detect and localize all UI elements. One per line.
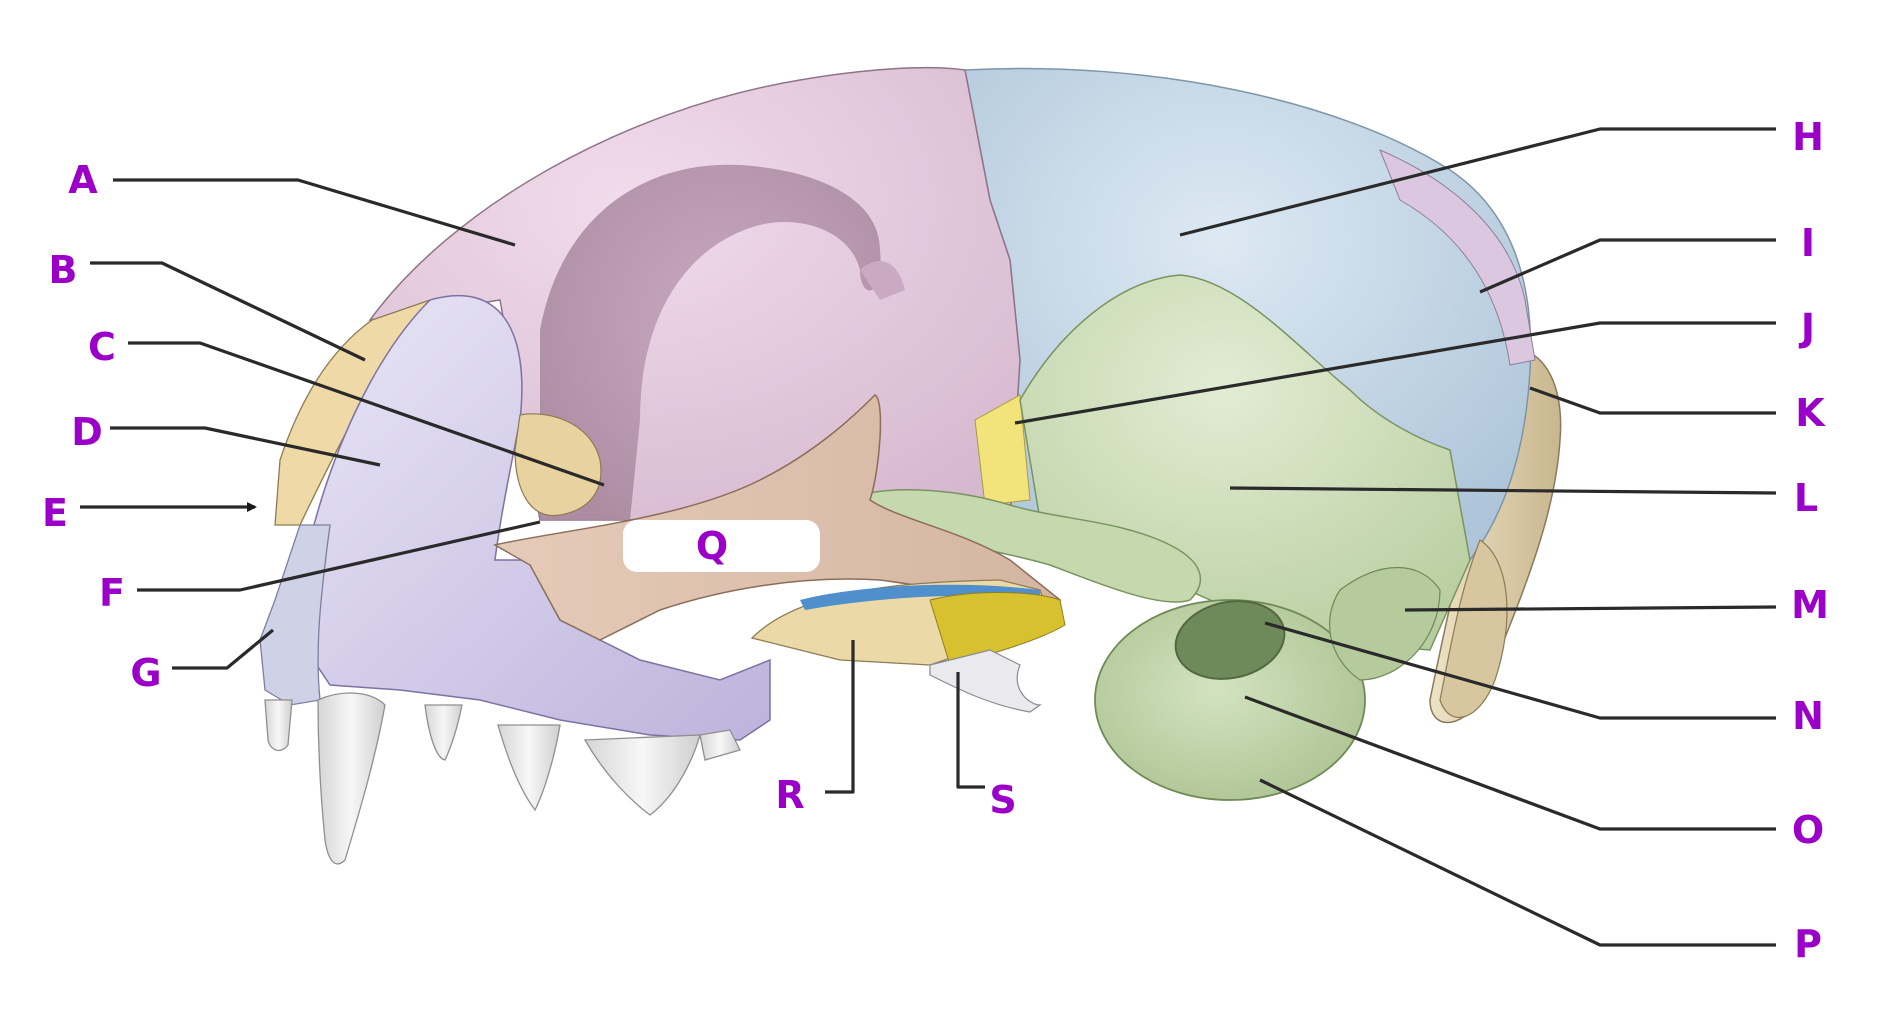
label-e[interactable]: E [42, 491, 68, 535]
leader-p [1259, 778, 1776, 947]
label-j[interactable]: J [1800, 306, 1816, 350]
teeth [264, 692, 741, 865]
pterygoid-hamulus [929, 649, 1042, 713]
canine-tooth [317, 692, 386, 865]
label-g[interactable]: G [130, 651, 162, 695]
vomer-strip [800, 584, 1040, 610]
label-q[interactable]: Q [695, 524, 729, 568]
leader-g [172, 628, 275, 670]
label-h[interactable]: H [1792, 115, 1824, 159]
tympanic-bulla [1094, 599, 1366, 801]
label-k[interactable]: K [1795, 391, 1825, 435]
leader-s [956, 672, 985, 789]
leader-h [1179, 127, 1776, 237]
molar-tooth [699, 729, 741, 761]
incisor-tooth [264, 699, 293, 752]
label-f[interactable]: F [99, 571, 125, 615]
leader-m [1404, 605, 1777, 612]
premaxilla-bone [259, 524, 331, 706]
label-r[interactable]: R [775, 773, 805, 817]
label-m[interactable]: M [1791, 583, 1829, 627]
zygomatic-bone [492, 394, 1062, 641]
label-n[interactable]: N [1792, 694, 1824, 738]
label-o[interactable]: O [1791, 808, 1825, 852]
zygomatic-process-temporal [858, 489, 1201, 603]
orbit [540, 164, 881, 520]
interparietal-bone [1379, 149, 1536, 366]
leader-r [825, 640, 855, 794]
label-l[interactable]: L [1793, 476, 1819, 520]
leader-k [1529, 386, 1776, 415]
leader-b [90, 261, 366, 362]
label-d[interactable]: D [71, 410, 103, 454]
occipital-condyle [1439, 539, 1508, 718]
leader-f [137, 520, 541, 592]
lacrimal-bone [514, 413, 602, 517]
leader-lines [80, 127, 1777, 947]
leader-i [1479, 238, 1776, 294]
leader-j [1014, 321, 1776, 425]
frontal-bone [368, 66, 1021, 521]
label-b[interactable]: B [48, 248, 78, 292]
leader-n [1264, 621, 1776, 720]
label-p[interactable]: P [1794, 922, 1822, 966]
carnassial-tooth [583, 734, 701, 816]
premolar-2 [497, 724, 561, 812]
leader-d [110, 426, 381, 467]
mandibular-fossa-gap [1032, 637, 1088, 693]
leader-l [1229, 486, 1777, 495]
orbit-crest [860, 261, 905, 300]
q-label-background [623, 520, 820, 572]
label-i[interactable]: I [1800, 221, 1816, 265]
leader-a [113, 178, 516, 247]
leader-c [128, 341, 605, 487]
label-a[interactable]: A [68, 158, 98, 202]
label-s[interactable]: S [989, 778, 1017, 822]
premolar-1 [424, 704, 463, 761]
label-c[interactable]: C [88, 325, 116, 369]
leader-o [1244, 695, 1776, 831]
